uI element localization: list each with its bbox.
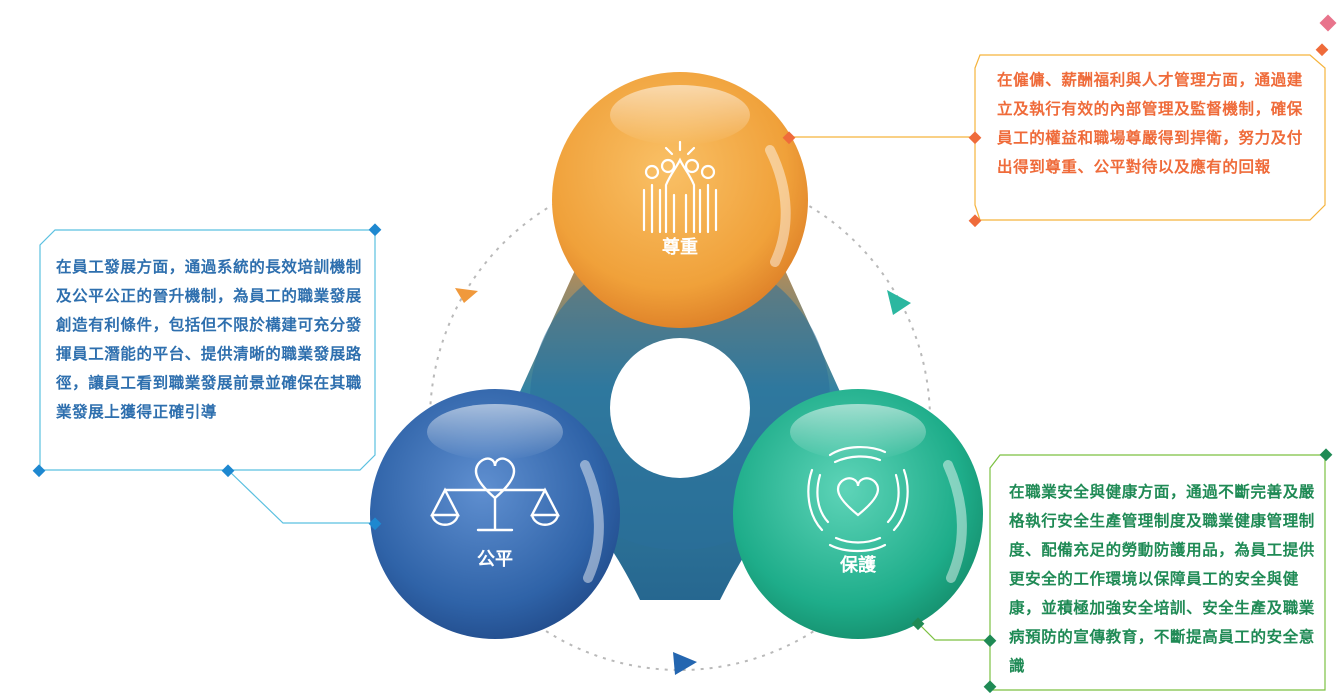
marker-respect-4 [968, 214, 982, 228]
callout-box-respect [790, 54, 1326, 221]
marker-fairness-4 [368, 517, 382, 531]
center-hole [610, 338, 750, 478]
sphere-respect [552, 72, 808, 328]
marker-fairness-1 [368, 223, 382, 237]
hands-heart-icon [807, 446, 909, 553]
marker-protection-1 [1319, 448, 1333, 462]
node-label-protection: 保護 [839, 554, 877, 576]
marker-protection-2 [911, 617, 925, 631]
arrow-blue [673, 652, 697, 675]
callout-box-protection [917, 454, 1326, 691]
marker-respect-1 [1315, 43, 1329, 57]
node-label-fairness: 公平 [477, 549, 513, 570]
description-protection: 在職業安全與健康方面，通過不斷完善及嚴格執行安全生產管理制度及職業健康管理制度、… [1009, 483, 1315, 675]
description-respect: 在僱傭、薪酬福利與人才管理方面，通過建立及執行有效的內部管理及監督機制，確保員工… [997, 71, 1303, 176]
arrow-teal [887, 290, 911, 315]
marker-fairness-2 [32, 464, 46, 478]
marker-fairness-3 [221, 464, 235, 478]
top-divider [30, 14, 1337, 32]
node-label-respect: 尊重 [662, 236, 698, 258]
high-five-group-icon [642, 140, 718, 234]
marker-respect-3 [968, 131, 982, 145]
arrow-orange [455, 288, 478, 303]
scale-heart-icon [430, 457, 560, 532]
marker-protection-4 [983, 680, 997, 693]
marker-protection-3 [983, 634, 997, 648]
description-fairness: 在員工發展方面，通過系統的長效培訓機制及公平公正的晉升機制，為員工的職業發展創造… [56, 258, 362, 421]
